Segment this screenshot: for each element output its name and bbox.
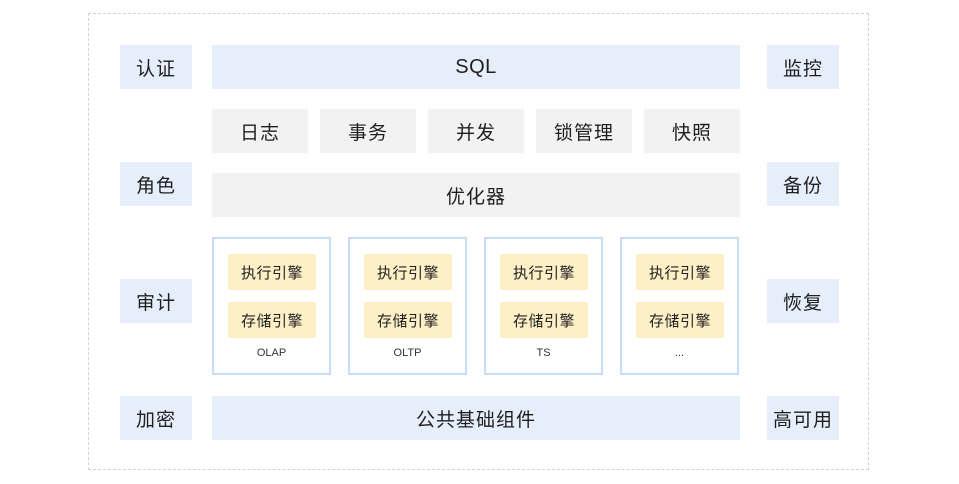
- service-lock-management: 锁管理: [536, 109, 632, 153]
- optimizer-layer-label: 优化器: [445, 185, 506, 208]
- right-item-high-availability: 高可用: [767, 396, 839, 440]
- service-lock-management-label: 锁管理: [553, 121, 614, 144]
- left-item-auth-label: 认证: [135, 57, 176, 80]
- service-snapshot: 快照: [644, 109, 740, 153]
- execution-engine-chip: 执行引擎: [636, 254, 724, 290]
- engine-label: OLAP: [256, 347, 287, 359]
- service-transaction: 事务: [320, 109, 416, 153]
- right-item-recovery: 恢复: [767, 279, 839, 323]
- engine-card-more: 执行引擎 存储引擎 ...: [620, 237, 739, 375]
- right-item-monitoring: 监控: [767, 45, 839, 89]
- right-item-recovery-label: 恢复: [782, 291, 823, 314]
- engine-label: TS: [536, 347, 551, 359]
- storage-engine-chip: 存储引擎: [500, 302, 588, 338]
- service-snapshot-label: 快照: [671, 121, 712, 144]
- left-item-audit: 审计: [120, 279, 192, 323]
- sql-layer-label: SQL: [455, 55, 497, 78]
- storage-engine-chip: 存储引擎: [364, 302, 452, 338]
- left-item-role-label: 角色: [135, 174, 176, 197]
- left-item-role: 角色: [120, 162, 192, 206]
- engine-label: ...: [674, 347, 685, 359]
- optimizer-layer: 优化器: [212, 173, 740, 217]
- foundation-layer: 公共基础组件: [212, 396, 740, 440]
- left-item-encryption-label: 加密: [135, 408, 176, 431]
- service-log-label: 日志: [239, 121, 280, 144]
- service-concurrency: 并发: [428, 109, 524, 153]
- architecture-frame: [88, 13, 869, 470]
- right-item-backup-label: 备份: [782, 174, 823, 197]
- service-concurrency-label: 并发: [455, 121, 496, 144]
- right-item-high-availability-label: 高可用: [772, 408, 833, 431]
- right-item-monitoring-label: 监控: [782, 57, 823, 80]
- service-log: 日志: [212, 109, 308, 153]
- execution-engine-chip: 执行引擎: [228, 254, 316, 290]
- left-item-audit-label: 审计: [135, 291, 176, 314]
- left-item-encryption: 加密: [120, 396, 192, 440]
- execution-engine-chip: 执行引擎: [364, 254, 452, 290]
- engine-card-oltp: 执行引擎 存储引擎 OLTP: [348, 237, 467, 375]
- right-item-backup: 备份: [767, 162, 839, 206]
- service-transaction-label: 事务: [347, 121, 388, 144]
- engine-card-olap: 执行引擎 存储引擎 OLAP: [212, 237, 331, 375]
- storage-engine-chip: 存储引擎: [636, 302, 724, 338]
- engine-card-ts: 执行引擎 存储引擎 TS: [484, 237, 603, 375]
- engine-label: OLTP: [393, 347, 422, 359]
- left-item-auth: 认证: [120, 45, 192, 89]
- storage-engine-chip: 存储引擎: [228, 302, 316, 338]
- foundation-layer-label: 公共基础组件: [415, 408, 536, 431]
- execution-engine-chip: 执行引擎: [500, 254, 588, 290]
- sql-layer: SQL: [212, 45, 740, 89]
